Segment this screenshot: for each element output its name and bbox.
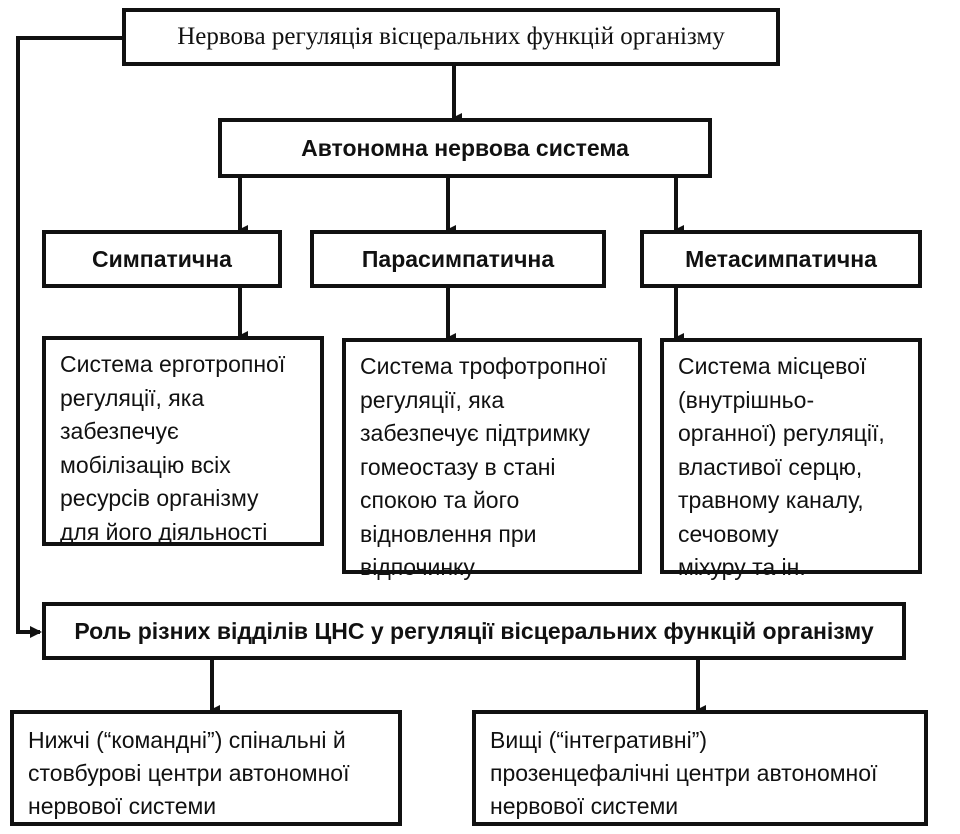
metasympathetic-desc-line: травному каналу, <box>678 487 864 513</box>
parasympathetic-desc-line: Система трофотропної <box>360 353 607 379</box>
metasympathetic-desc-line: Система місцевої <box>678 353 867 379</box>
sympathetic-desc-line: для його діяльності <box>60 518 268 545</box>
sympathetic-node: Симпатична <box>42 230 282 288</box>
root-node: Нервова регуляція вісцеральних функцій о… <box>122 8 780 66</box>
metasympathetic-desc-line: сечовому <box>678 520 779 547</box>
parasympathetic-desc-line: спокою та його <box>360 487 520 513</box>
metasympathetic-label: Метасимпатична <box>685 245 877 272</box>
parasympathetic-desc-line: регуляції, яка <box>360 386 505 413</box>
cns-node: Роль різних відділів ЦНС у регуляції віс… <box>42 602 906 660</box>
lower-centers-line: Нижчі (“командні”) спінальні й <box>28 727 346 753</box>
lower-centers-node: Нижчі (“командні”) спінальні й стовбуров… <box>10 710 402 826</box>
sympathetic-desc: Система ерготропної регуляції, яка забез… <box>42 336 324 546</box>
sympathetic-desc-line: Система ерготропної <box>60 351 286 377</box>
lower-centers-line: стовбурові центри автономної <box>28 760 350 786</box>
higher-centers-line: прозенцефалічні центри автономної <box>490 760 878 786</box>
cns-node-label: Роль різних відділів ЦНС у регуляції віс… <box>74 617 874 644</box>
sympathetic-label: Симпатична <box>92 245 232 272</box>
lower-centers-line: нервової системи <box>28 793 217 819</box>
metasympathetic-desc: Система місцевої (внутрішньо- органної) … <box>660 338 922 580</box>
sympathetic-desc-line: регуляції, яка <box>60 384 205 411</box>
metasympathetic-node: Метасимпатична <box>640 230 922 288</box>
sympathetic-desc-line: мобілізацію всіх <box>60 451 231 478</box>
parasympathetic-desc-line: забезпечує підтримку <box>360 420 590 446</box>
metasympathetic-desc-line: властивої серцю, <box>678 453 863 480</box>
parasympathetic-label: Парасимпатична <box>361 245 555 272</box>
ans-node: Автономна нервова система <box>218 118 712 178</box>
ans-node-label: Автономна нервова система <box>301 134 629 161</box>
metasympathetic-desc-line: (внутрішньо- <box>678 386 815 413</box>
sympathetic-desc-line: ресурсів організму <box>60 485 259 511</box>
higher-centers-line: Вищі (“інтегративні”) <box>490 727 708 753</box>
parasympathetic-desc-line: відновлення при <box>360 520 537 547</box>
root-node-label: Нервова регуляція вісцеральних функцій о… <box>177 23 725 50</box>
parasympathetic-desc-line: гомеостазу в стані <box>360 453 556 480</box>
higher-centers-line: нервової системи <box>490 793 679 819</box>
parasympathetic-desc-line: відпочинку <box>360 554 475 580</box>
arrow-root-cns <box>16 36 122 638</box>
parasympathetic-desc: Система трофотропної регуляції, яка забе… <box>342 338 642 580</box>
higher-centers-node: Вищі (“інтегративні”) прозенцефалічні це… <box>472 710 928 826</box>
sympathetic-desc-line: забезпечує <box>60 418 179 444</box>
metasympathetic-desc-line: міхуру та ін. <box>678 554 806 580</box>
parasympathetic-node: Парасимпатична <box>310 230 606 288</box>
metasympathetic-desc-line: органної) регуляції, <box>678 420 885 446</box>
